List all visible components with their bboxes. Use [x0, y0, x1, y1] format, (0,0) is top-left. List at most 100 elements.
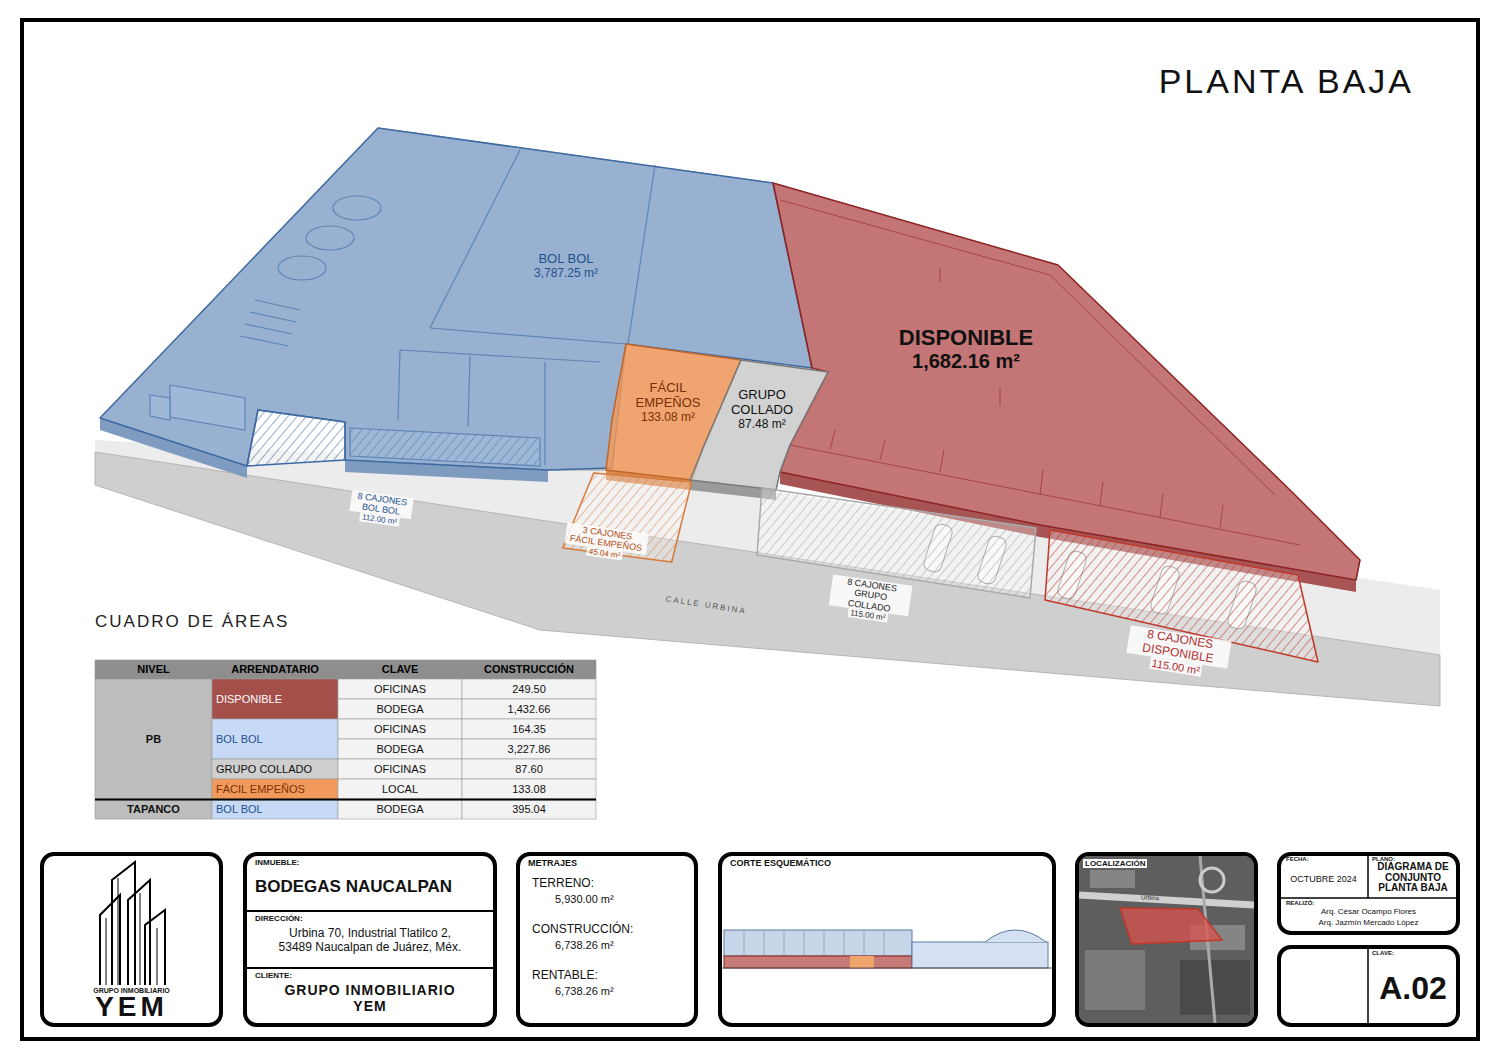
label-group: BOL BOL3,787.25 m²	[496, 252, 636, 281]
location-map	[1120, 908, 1222, 944]
area-table	[95, 800, 212, 819]
label-group: FÁCIL EMPEÑOS133.08 m²	[631, 381, 705, 425]
address-text: Urbina 70, Industrial Tlatilco 2, 53489 …	[275, 927, 465, 955]
title-block-divider	[243, 852, 1460, 1027]
logo-box: GRUPO INMOBILIARIOYEM	[40, 852, 223, 1027]
location-map	[1079, 856, 1254, 1023]
area-table	[95, 660, 596, 819]
client-name: GRUPO INMOBILIARIO YEM	[270, 982, 470, 1014]
field-label: CONSTRUCCIÓN:	[532, 923, 682, 937]
drawing-title: DIAGRAMA DE CONJUNTO PLANTA BAJA	[1370, 862, 1456, 894]
map-street-name: Urbina	[1141, 894, 1159, 902]
table-cell: BODEGA	[338, 739, 462, 759]
area-table	[462, 699, 596, 719]
parking-area: 3 CAJONES FÁCIL EMPEÑOS45.04 m²	[561, 473, 692, 565]
location-map	[1090, 870, 1135, 888]
table-cell: 395.04	[462, 800, 596, 819]
table-cell: LOCAL	[338, 779, 462, 799]
tenant-area: GRUPO COLLADO87.48 m²	[690, 360, 828, 490]
location-box: LOCALIZACIÓN	[1075, 852, 1258, 1027]
field-label: FECHA:	[1286, 856, 1356, 863]
property-name: BODEGAS NAUCALPAN	[255, 877, 491, 897]
area-value: 133.08 m²	[641, 411, 695, 425]
metric-value: 5,930.00 m²	[555, 893, 685, 906]
area-table	[338, 699, 462, 719]
area-table	[212, 759, 338, 779]
author-name: Arq. Jazmín Mercado López	[1281, 918, 1456, 927]
area-table	[212, 679, 338, 719]
box-heading: CORTE ESQUEMÁTICO	[730, 858, 950, 868]
tenant-name: BOL BOL	[538, 252, 593, 267]
area-value: 1,682.16 m²	[912, 350, 1020, 373]
area-table	[462, 779, 596, 799]
level-cell: PB	[95, 679, 212, 799]
parking-area-shape	[757, 488, 1036, 598]
area-table	[338, 679, 462, 699]
table-cell: 249.50	[462, 679, 596, 699]
location-map	[1085, 950, 1145, 1010]
drawing-key-box: CLAVE:A.02	[1277, 945, 1460, 1027]
section-sketch	[912, 942, 1048, 968]
table-cell: 133.08	[462, 779, 596, 799]
field-label: INMUEBLE:	[255, 858, 405, 867]
logo-mark	[145, 910, 165, 985]
building-base	[100, 128, 1360, 580]
logo-wordmark: YEM	[45, 993, 218, 1021]
tenant-cell: GRUPO COLLADO	[212, 759, 338, 779]
location-map	[1079, 856, 1254, 1023]
parking-area-shape	[563, 473, 692, 562]
box-heading: LOCALIZACIÓN	[1083, 859, 1147, 868]
table-cell: 1,432.66	[462, 699, 596, 719]
location-map	[1200, 868, 1224, 892]
field-label: RENTABLE:	[532, 969, 682, 983]
area-table	[212, 719, 338, 759]
drawing-info-box: FECHA:OCTUBRE 2024PLANO:DIAGRAMA DE CONJ…	[1277, 852, 1460, 935]
table-cell: OFICINAS	[338, 679, 462, 699]
logo-mark	[128, 880, 150, 985]
tenant-cell: FÁCIL EMPEÑOS	[212, 779, 338, 799]
label-group: 8 CAJONES BOL BOL112.00 m²	[348, 490, 414, 528]
logo-mark	[100, 895, 120, 985]
building-base	[100, 128, 1360, 592]
metric-value: 6,738.26 m²	[555, 939, 685, 952]
logo-mark	[106, 878, 157, 985]
area-table	[95, 679, 212, 799]
author-name: Arq. César Ocampo Flores	[1281, 907, 1456, 916]
table-cell: 3,227.86	[462, 739, 596, 759]
table-header: ARRENDATARIO	[212, 660, 338, 679]
area-table	[212, 779, 338, 799]
area-table	[338, 779, 462, 799]
tenant-name: FÁCIL EMPEÑOS	[631, 381, 705, 411]
logo-mark	[100, 862, 165, 985]
area-table	[338, 759, 462, 779]
parking-area: 8 CAJONES BOL BOL112.00 m²	[247, 410, 416, 530]
label-group: 8 CAJONES GRUPO COLLADO115.00 m²	[828, 575, 913, 626]
section-sketch	[724, 956, 912, 968]
metrics-box: METRAJESTERRENO:5,930.00 m²CONSTRUCCIÓN:…	[516, 852, 698, 1027]
area-table	[462, 759, 596, 779]
date-value: OCTUBRE 2024	[1281, 874, 1366, 884]
property-box: INMUEBLE:BODEGAS NAUCALPANDIRECCIÓN:Urbi…	[243, 852, 497, 1027]
area-table	[338, 719, 462, 739]
parking-area: 8 CAJONES DISPONIBLE115.00 m²	[1045, 530, 1318, 683]
tenant-cell: DISPONIBLE	[212, 679, 338, 719]
sheet-title: PLANTA BAJA	[1159, 62, 1414, 101]
area-table	[462, 800, 596, 819]
title-block-divider	[1367, 852, 1369, 898]
parking-area: 8 CAJONES GRUPO COLLADO115.00 m²	[757, 488, 1036, 627]
section-sketch	[722, 930, 1052, 968]
tenant-cell: BOL BOL	[212, 800, 338, 819]
level-cell: TAPANCO	[95, 800, 212, 819]
title-block-divider	[1367, 945, 1369, 1027]
title-block-divider	[1277, 897, 1460, 899]
table-header: CLAVE	[338, 660, 462, 679]
area-table	[462, 739, 596, 759]
table-cell: 87.60	[462, 759, 596, 779]
table-header: NIVEL	[95, 660, 212, 679]
label-group: DISPONIBLE1,682.16 m²	[846, 325, 1086, 373]
sheet-frame	[22, 20, 1478, 1039]
field-label: TERRENO:	[532, 877, 682, 891]
area-value: 87.48 m²	[738, 418, 785, 432]
table-cell: OFICINAS	[338, 719, 462, 739]
